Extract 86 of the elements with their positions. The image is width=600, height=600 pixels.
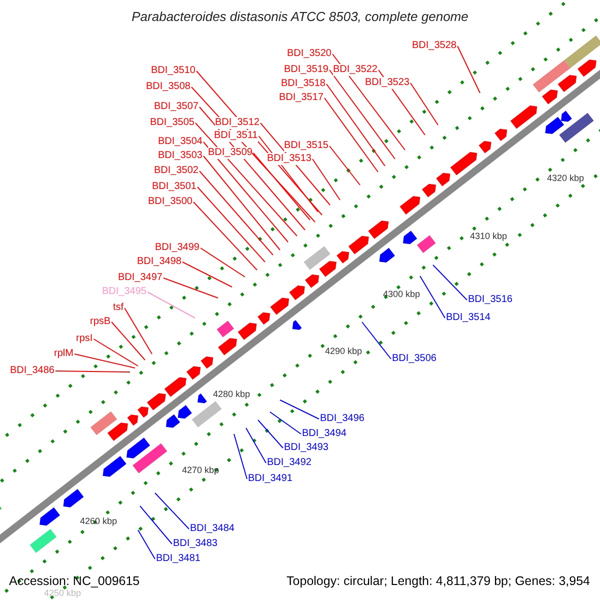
leader-line <box>54 370 130 372</box>
gene-label: BDI_3513 <box>267 153 312 165</box>
accession-text: Accession: NC_009615 <box>9 574 140 588</box>
leader-line <box>362 322 392 360</box>
gene-label: BDI_3491 <box>248 473 292 485</box>
leader-line <box>200 248 246 278</box>
gene-label: BDI_3511 <box>214 130 258 142</box>
title: Parabacteroides distasonis ATCC 8503, complete genome <box>130 9 470 24</box>
genome-summary-text: Topology: circular; Length: 4,811,379 bp; Genes: 3,954 <box>286 574 590 588</box>
leader-line <box>154 492 190 530</box>
gene-label: BDI_3483 <box>173 538 218 550</box>
gene-label: BDI_3486 <box>10 365 54 377</box>
scale-label: 4310 kbp <box>470 231 508 241</box>
leader-line <box>111 322 146 360</box>
gene-label: BDI_3500 <box>148 196 192 208</box>
gene-label: BDI_3523 <box>365 77 410 89</box>
leader-line <box>252 152 310 220</box>
leader-line <box>182 262 232 288</box>
leader-line <box>196 186 266 262</box>
gene-label: rplM <box>54 348 74 360</box>
gene-label: BDI_3505 <box>150 117 194 129</box>
gene-label: BDI_3528 <box>412 40 456 52</box>
scale-label: 4290 kbp <box>325 346 362 356</box>
leader-line <box>202 156 280 250</box>
gene-label: BDI_3502 <box>154 165 198 177</box>
gene-label: BDI_3507 <box>154 101 198 113</box>
leader-line <box>456 46 480 94</box>
leader-line <box>328 146 360 186</box>
leader-line <box>410 82 438 126</box>
gene-label: BDI_3493 <box>284 442 328 454</box>
leader-line <box>162 278 218 298</box>
leader-line <box>146 292 196 318</box>
leader-line <box>234 434 248 480</box>
leader-line <box>202 142 288 242</box>
leader-line <box>270 412 302 434</box>
scale-label: 4270 kbp <box>182 465 220 475</box>
gene-label: BDI_3506 <box>392 353 436 365</box>
gene-label: BDI_3516 <box>468 294 512 306</box>
gene-label: BDI_3515 <box>284 140 328 152</box>
leader-line <box>312 158 340 200</box>
gene-label: BDI_3494 <box>302 428 346 440</box>
leader-line <box>93 338 138 366</box>
leader-line <box>326 84 386 166</box>
gene-label: BDI_3492 <box>267 457 312 469</box>
gene-label: BDI_3504 <box>158 136 202 148</box>
gene-label: BDI_3498 <box>137 256 182 268</box>
leader-line <box>324 98 378 172</box>
leader-line <box>198 170 274 256</box>
scale-label: 4320 kbp <box>547 173 584 183</box>
gene-label: BDI_3514 <box>446 312 490 324</box>
gene-label: BDI_3484 <box>190 523 234 535</box>
gene-label: BDI_3496 <box>320 413 364 425</box>
scale-label: 4250 kbp <box>44 588 82 598</box>
gene-label: BDI_3508 <box>146 81 190 93</box>
leader-line <box>138 530 156 560</box>
scale-label: 4300 kbp <box>383 289 420 299</box>
leader-line <box>246 428 266 464</box>
gene-label: rpsB <box>90 316 111 328</box>
gene-label: BDI_3497 <box>118 272 162 284</box>
leader-line <box>420 276 446 318</box>
gene-label: BDI_3501 <box>152 181 196 193</box>
leader-line <box>432 264 468 300</box>
leader-line <box>192 202 258 270</box>
leader-line <box>332 54 406 150</box>
gene-label: BDI_3522 <box>333 64 378 76</box>
gene-label: BDI_3519 <box>284 64 328 76</box>
leader-line <box>124 308 152 354</box>
gene-label: BDI_3518 <box>281 78 326 90</box>
gene-label: BDI_3512 <box>215 117 260 129</box>
leader-line <box>280 400 320 420</box>
leader-line <box>328 70 396 160</box>
gene-label: BDI_3503 <box>158 150 202 162</box>
gene-label: BDI_3517 <box>279 92 324 104</box>
leader-line <box>258 420 284 448</box>
gene-label: BDI_3481 <box>156 553 200 565</box>
gene-label: BDI_3495 <box>102 286 146 298</box>
gene-label: BDI_3520 <box>287 48 332 60</box>
scale-label: 4280 kbp <box>213 389 250 399</box>
leader-line <box>74 354 136 368</box>
leader-line <box>140 506 172 544</box>
leader-line <box>194 122 298 236</box>
gene-label: BDI_3499 <box>155 242 200 254</box>
gene-label: BDI_3509 <box>208 147 252 159</box>
scale-label: 4260 kbp <box>80 516 118 526</box>
gene-label: rpsI <box>76 333 93 345</box>
gene-label: BDI_3510 <box>151 65 196 77</box>
